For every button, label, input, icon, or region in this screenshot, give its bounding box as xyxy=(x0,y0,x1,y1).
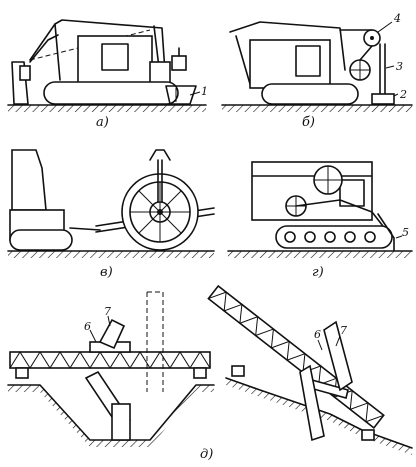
ground-hatch xyxy=(8,105,206,112)
callout-7-left: 7 xyxy=(104,305,111,318)
callout-1: 1 xyxy=(201,85,208,98)
panel-d: 6 7 6 7 д) xyxy=(7,284,413,462)
panel-g: 5 г) xyxy=(227,161,413,280)
caption-a: а) xyxy=(96,115,109,130)
callout-6-left: 6 xyxy=(84,320,91,333)
ground-hatch xyxy=(8,251,214,258)
panel-a: 1 а) xyxy=(7,19,208,130)
callout-6-right: 6 xyxy=(314,328,321,341)
callout-5: 5 xyxy=(402,226,409,239)
callout-4: 4 xyxy=(393,12,401,25)
panel-v: в) xyxy=(7,149,215,280)
callout-3: 3 xyxy=(396,60,403,73)
caption-v: в) xyxy=(100,265,113,280)
ground-hatch xyxy=(8,385,214,447)
callout-7-right: 7 xyxy=(340,324,347,337)
caption-b: б) xyxy=(302,115,315,130)
panel-b: 4 3 2 б) xyxy=(221,12,413,130)
ground-hatch xyxy=(222,105,412,112)
caption-d: д) xyxy=(200,447,213,462)
callout-2: 2 xyxy=(399,88,407,101)
ground-hatch xyxy=(228,251,412,258)
caption-g: г) xyxy=(312,265,324,280)
